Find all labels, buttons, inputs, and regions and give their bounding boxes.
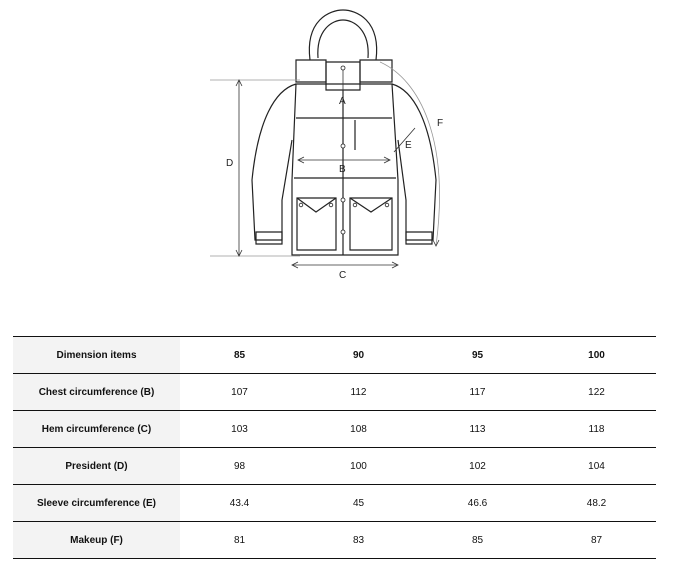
cell-value: 103 <box>180 410 299 448</box>
row-label: Sleeve circumference (E) <box>13 484 180 522</box>
label-e: E <box>405 140 412 151</box>
size-header: 85 <box>180 336 299 374</box>
cell-value: 112 <box>299 373 418 411</box>
row-label: Chest circumference (B) <box>13 373 180 411</box>
label-b: B <box>339 164 346 175</box>
label-f: F <box>437 118 443 129</box>
cell-value: 98 <box>180 447 299 485</box>
header-label: Dimension items <box>13 336 180 374</box>
label-c: C <box>339 270 346 281</box>
size-table: Dimension items 85 90 95 100 Chest circu… <box>13 336 656 559</box>
table-row: Makeup (F) 81 83 85 87 <box>13 521 656 559</box>
row-label: President (D) <box>13 447 180 485</box>
cell-value: 122 <box>537 373 656 411</box>
size-header: 100 <box>537 336 656 374</box>
header-row: Dimension items 85 90 95 100 <box>13 336 656 374</box>
cell-value: 83 <box>299 521 418 559</box>
cell-value: 87 <box>537 521 656 559</box>
cell-value: 100 <box>299 447 418 485</box>
cell-value: 118 <box>537 410 656 448</box>
cell-value: 107 <box>180 373 299 411</box>
jacket-diagram: D A B C E F <box>210 9 443 281</box>
cell-value: 43.4 <box>180 484 299 522</box>
size-header: 95 <box>418 336 537 374</box>
cell-value: 81 <box>180 521 299 559</box>
cell-value: 104 <box>537 447 656 485</box>
row-label: Makeup (F) <box>13 521 180 559</box>
cell-value: 46.6 <box>418 484 537 522</box>
jacket-illustration: D A B C E F <box>210 9 443 281</box>
cell-value: 45 <box>299 484 418 522</box>
table-row: Hem circumference (C) 103 108 113 118 <box>13 410 656 448</box>
cell-value: 108 <box>299 410 418 448</box>
size-header: 90 <box>299 336 418 374</box>
table-row: Sleeve circumference (E) 43.4 45 46.6 48… <box>13 484 656 522</box>
label-d: D <box>226 158 233 169</box>
buttons <box>298 65 390 235</box>
table-row: President (D) 98 100 102 104 <box>13 447 656 485</box>
table-row: Chest circumference (B) 107 112 117 122 <box>13 373 656 411</box>
measure-lines <box>210 61 440 269</box>
row-label: Hem circumference (C) <box>13 410 180 448</box>
jacket-outline <box>251 9 437 256</box>
cell-value: 102 <box>418 447 537 485</box>
cell-value: 117 <box>418 373 537 411</box>
cell-value: 85 <box>418 521 537 559</box>
cell-value: 113 <box>418 410 537 448</box>
label-a: A <box>339 96 346 107</box>
cell-value: 48.2 <box>537 484 656 522</box>
